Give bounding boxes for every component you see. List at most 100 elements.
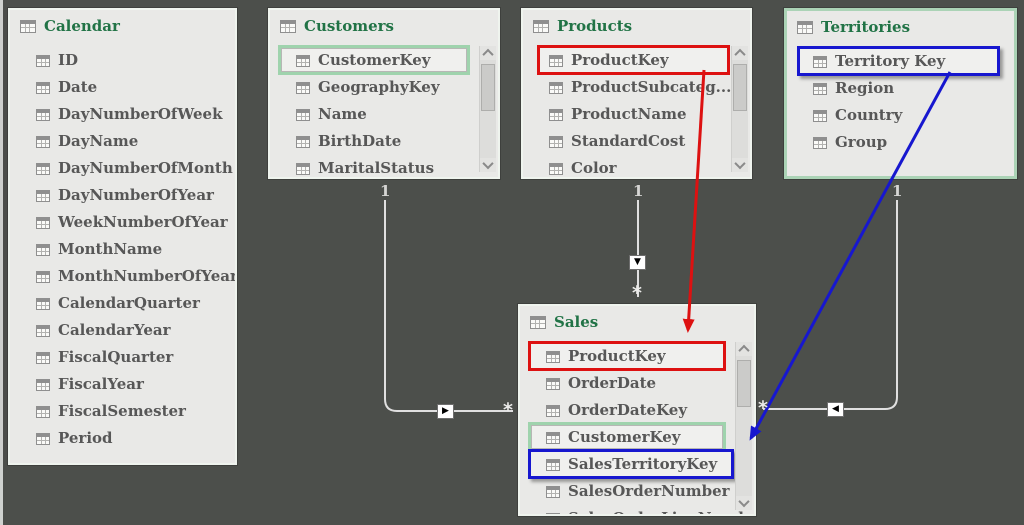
field-name: Name xyxy=(318,105,367,123)
field-row[interactable]: Date xyxy=(10,74,235,101)
field-row[interactable]: MaritalStatus xyxy=(270,155,498,177)
relationship-line-customers-sales[interactable] xyxy=(384,200,513,412)
field-name: BirthDate xyxy=(318,132,402,150)
field-row-territorykey[interactable]: Territory Key xyxy=(787,46,1014,76)
scroll-down-button[interactable] xyxy=(480,157,496,172)
table-customers[interactable]: Customers CustomerKey GeographyKey Name … xyxy=(268,8,500,179)
field-row[interactable]: FiscalSemester xyxy=(10,398,235,425)
field-row[interactable]: Region xyxy=(787,75,1014,102)
field-row[interactable]: Country xyxy=(787,102,1014,129)
table-territories-header[interactable]: Territories xyxy=(787,11,1014,40)
field-list: CustomerKey GeographyKey Name BirthDate … xyxy=(270,45,498,177)
field-row-productkey[interactable]: ProductKey xyxy=(523,45,750,75)
field-name: DayNumberOfWeek xyxy=(58,105,223,123)
relationship-direction-marker[interactable]: ▶ xyxy=(437,404,454,419)
field-row[interactable]: SalesOrderLineNumber xyxy=(520,505,754,514)
table-icon xyxy=(813,136,827,149)
scrollbar[interactable] xyxy=(731,46,748,172)
table-sales-header[interactable]: Sales xyxy=(520,306,754,335)
field-row[interactable]: DayName xyxy=(10,128,235,155)
field-row[interactable]: FiscalYear xyxy=(10,371,235,398)
field-row[interactable]: GeographyKey xyxy=(270,74,498,101)
cardinality-many-label: * xyxy=(632,282,642,304)
field-row[interactable]: BirthDate xyxy=(270,128,498,155)
scrollbar-thumb[interactable] xyxy=(481,64,495,111)
relationship-direction-marker[interactable]: ▼ xyxy=(629,255,646,270)
field-row[interactable]: ProductName xyxy=(523,101,750,128)
field-list: ProductKey ProductSubcateg... ProductNam… xyxy=(523,45,750,177)
table-icon xyxy=(546,350,560,363)
table-title: Customers xyxy=(304,17,394,35)
field-row[interactable]: ID xyxy=(10,47,235,74)
table-icon xyxy=(36,54,50,67)
table-icon xyxy=(530,316,546,329)
field-row-customerkey[interactable]: CustomerKey xyxy=(520,422,754,452)
field-row[interactable]: Name xyxy=(270,101,498,128)
field-row[interactable]: MonthName xyxy=(10,236,235,263)
field-row[interactable]: Group xyxy=(787,129,1014,156)
scrollbar-track[interactable] xyxy=(732,60,748,158)
table-icon xyxy=(36,81,50,94)
scroll-down-button[interactable] xyxy=(732,157,748,172)
field-name: OrderDateKey xyxy=(568,401,688,419)
table-customers-header[interactable]: Customers xyxy=(270,10,498,39)
scroll-down-button[interactable] xyxy=(736,495,752,510)
field-row[interactable]: CalendarQuarter xyxy=(10,290,235,317)
table-title: Territories xyxy=(821,18,911,36)
field-name: Country xyxy=(835,106,903,124)
field-row-productkey[interactable]: ProductKey xyxy=(520,341,754,371)
field-row[interactable]: StandardCost xyxy=(523,128,750,155)
chevron-down-icon xyxy=(738,495,750,508)
scrollbar[interactable] xyxy=(479,46,496,172)
table-icon xyxy=(546,404,560,417)
field-row[interactable]: Color xyxy=(523,155,750,177)
field-name: MonthName xyxy=(58,240,163,258)
chevron-down-icon xyxy=(482,157,494,170)
table-icon xyxy=(296,81,310,94)
relationship-direction-marker[interactable]: ◀ xyxy=(827,402,844,417)
field-name: CustomerKey xyxy=(568,428,681,446)
table-products[interactable]: Products ProductKey ProductSubcateg... P… xyxy=(521,8,752,179)
field-row[interactable]: ProductSubcateg... xyxy=(523,74,750,101)
field-row[interactable]: CalendarYear xyxy=(10,317,235,344)
table-calendar[interactable]: Calendar ID Date DayNumberOfWeek DayName… xyxy=(8,8,237,465)
field-row-salesterritorykey[interactable]: SalesTerritoryKey xyxy=(520,449,754,479)
table-icon xyxy=(296,108,310,121)
field-name: MonthNumberOfYear xyxy=(58,267,237,285)
scrollbar-track[interactable] xyxy=(480,60,496,158)
scrollbar-thumb[interactable] xyxy=(737,360,751,407)
table-products-header[interactable]: Products xyxy=(523,10,750,39)
field-name: WeekNumberOfYear xyxy=(58,213,228,231)
field-list: Territory Key Region Country Group xyxy=(787,46,1014,156)
scroll-up-button[interactable] xyxy=(736,342,752,357)
field-row[interactable]: FiscalQuarter xyxy=(10,344,235,371)
table-icon xyxy=(36,243,50,256)
table-territories[interactable]: Territories Territory Key Region Country… xyxy=(784,8,1017,179)
table-icon xyxy=(549,81,563,94)
field-row-customerkey[interactable]: CustomerKey xyxy=(270,45,498,75)
relationship-line-territories-sales[interactable] xyxy=(763,200,898,410)
field-row[interactable]: Period xyxy=(10,425,235,452)
field-name: FiscalSemester xyxy=(58,402,186,420)
scroll-up-button[interactable] xyxy=(480,46,496,61)
field-name: ProductSubcateg... xyxy=(571,78,732,96)
scrollbar-thumb[interactable] xyxy=(733,64,747,111)
scroll-up-button[interactable] xyxy=(732,46,748,61)
field-row[interactable]: DayNumberOfYear xyxy=(10,182,235,209)
scrollbar-track[interactable] xyxy=(736,356,752,496)
field-row[interactable]: DayNumberOfMonth xyxy=(10,155,235,182)
table-icon xyxy=(36,324,50,337)
field-name: FiscalQuarter xyxy=(58,348,174,366)
field-row[interactable]: OrderDate xyxy=(520,370,754,397)
scrollbar[interactable] xyxy=(735,342,752,510)
field-row[interactable]: SalesOrderNumber xyxy=(520,478,754,505)
field-row[interactable]: WeekNumberOfYear xyxy=(10,209,235,236)
table-icon xyxy=(549,162,563,175)
field-row[interactable]: DayNumberOfWeek xyxy=(10,101,235,128)
table-sales[interactable]: Sales ProductKey OrderDate OrderDateKey … xyxy=(518,304,756,516)
table-calendar-header[interactable]: Calendar xyxy=(10,10,235,39)
field-row[interactable]: OrderDateKey xyxy=(520,397,754,424)
chevron-up-icon xyxy=(738,344,750,357)
field-row[interactable]: MonthNumberOfYear xyxy=(10,263,235,290)
